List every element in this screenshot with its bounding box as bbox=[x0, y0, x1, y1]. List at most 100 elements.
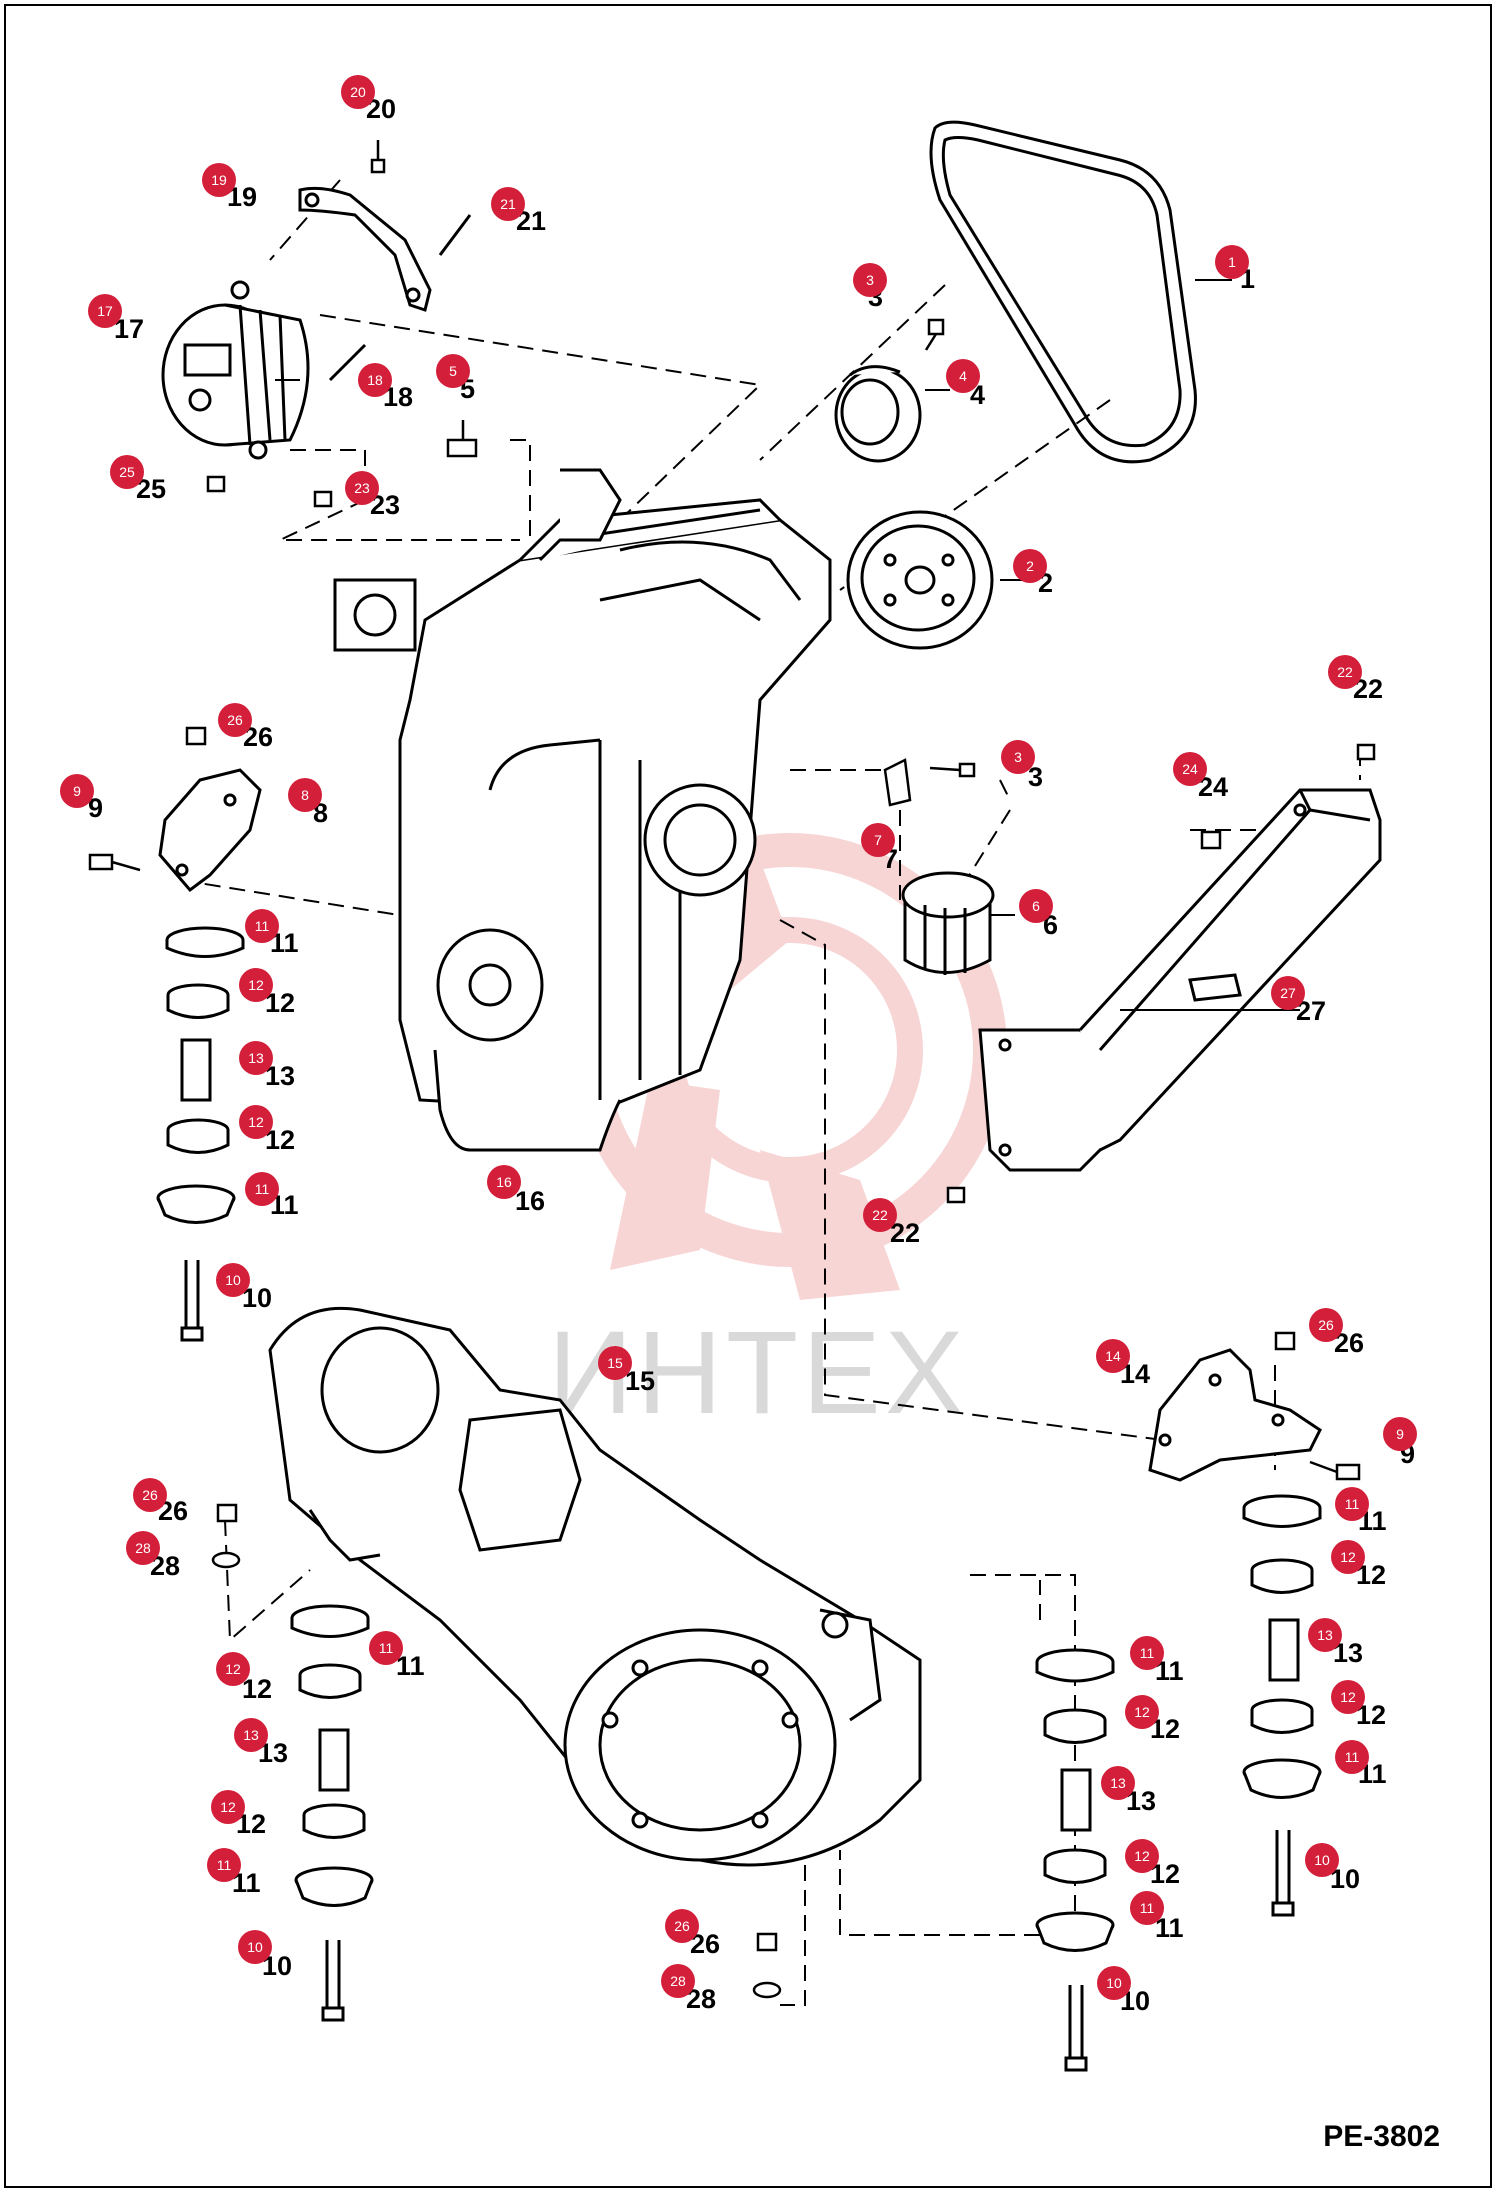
callout-badge bbox=[1013, 549, 1047, 583]
callout-badge bbox=[1001, 740, 1035, 774]
callout-badge bbox=[436, 354, 470, 388]
callout-badge-number: 17 bbox=[97, 303, 113, 319]
callout-badge bbox=[341, 75, 375, 109]
bolt-22-lower bbox=[946, 1186, 966, 1204]
nut-25 bbox=[206, 475, 226, 493]
callout-badge-number: 3 bbox=[866, 272, 874, 288]
callout-badge bbox=[946, 359, 980, 393]
callout-badge-number: 11 bbox=[1140, 1900, 1155, 1916]
diagram-code: PE-3802 bbox=[1323, 2120, 1440, 2153]
callout-badge-number: 5 bbox=[449, 363, 457, 379]
alternator-bracket bbox=[298, 186, 432, 312]
nut-26-right-top bbox=[1274, 1331, 1296, 1351]
callout-c9b: 99 bbox=[1383, 1417, 1417, 1469]
fitting-5 bbox=[446, 420, 478, 458]
diagram-frame bbox=[4, 4, 1492, 2188]
callout-badge-number: 11 bbox=[1345, 1749, 1360, 1765]
callout-c9a: 99 bbox=[60, 774, 103, 823]
callout-c4: 44 bbox=[946, 359, 985, 410]
callout-badge bbox=[239, 1041, 273, 1075]
callout-badge bbox=[245, 909, 279, 943]
callout-badge bbox=[1305, 1843, 1339, 1877]
mount-bracket-left bbox=[158, 768, 262, 893]
callout-badge-number: 26 bbox=[1318, 1317, 1334, 1333]
callout-badge-number: 2 bbox=[1026, 558, 1034, 574]
callout-badge bbox=[288, 778, 322, 812]
callout-badge bbox=[853, 263, 887, 297]
callout-badge bbox=[238, 1930, 272, 1964]
callout-badge-number: 10 bbox=[1314, 1852, 1330, 1868]
callout-badge bbox=[1328, 655, 1362, 689]
mounting-rail bbox=[978, 788, 1382, 1172]
oil-filter bbox=[901, 871, 995, 975]
callout-badge bbox=[239, 968, 273, 1002]
clip-7 bbox=[883, 758, 912, 807]
callout-badge-number: 12 bbox=[248, 977, 264, 993]
callout-c6: 66 bbox=[1019, 889, 1058, 940]
alternator bbox=[161, 280, 310, 460]
callout-badge-number: 26 bbox=[227, 712, 243, 728]
callout-badge bbox=[1309, 1308, 1343, 1342]
callout-badge-number: 12 bbox=[1340, 1689, 1356, 1705]
part-number-label: 3 bbox=[1028, 762, 1043, 792]
callout-badge bbox=[60, 774, 94, 808]
callout-badge bbox=[1125, 1695, 1159, 1729]
callout-badge-number: 20 bbox=[350, 84, 366, 100]
callout-badge bbox=[216, 1263, 250, 1297]
callout-c3a: 33 bbox=[853, 263, 887, 312]
callout-badge-number: 11 bbox=[379, 1640, 394, 1656]
callout-badge bbox=[202, 163, 236, 197]
mount-stack-bottom-left bbox=[290, 1604, 374, 2022]
callout-badge-number: 25 bbox=[119, 464, 135, 480]
idler-pulley bbox=[834, 365, 922, 463]
callout-badge bbox=[1271, 976, 1305, 1010]
callout-badge-number: 13 bbox=[248, 1050, 264, 1066]
bolt-22-upper bbox=[1356, 743, 1376, 761]
callout-badge-number: 27 bbox=[1280, 985, 1296, 1001]
callout-badge-number: 12 bbox=[220, 1799, 236, 1815]
callout-badge-number: 11 bbox=[255, 918, 270, 934]
callout-badge-number: 13 bbox=[243, 1727, 259, 1743]
callout-badge-number: 11 bbox=[217, 1857, 232, 1873]
callout-badge-number: 22 bbox=[1337, 664, 1353, 680]
nut-26-bottom-center bbox=[756, 1932, 778, 1952]
callout-badge bbox=[245, 1172, 279, 1206]
callout-c8: 88 bbox=[288, 778, 328, 828]
callout-badge bbox=[1130, 1636, 1164, 1670]
nut-26-bottom-left bbox=[216, 1503, 238, 1523]
callout-badge bbox=[1173, 752, 1207, 786]
callout-badge bbox=[1331, 1540, 1365, 1574]
bolt-21 bbox=[438, 214, 472, 256]
callout-badge-number: 23 bbox=[354, 480, 370, 496]
part-number-label: 9 bbox=[88, 793, 103, 823]
drive-belt bbox=[929, 120, 1197, 464]
callout-badge bbox=[1019, 889, 1053, 923]
callout-badge bbox=[1308, 1618, 1342, 1652]
bolt-9-right bbox=[1309, 1460, 1361, 1481]
callout-badge bbox=[358, 363, 392, 397]
callout-badge-number: 10 bbox=[225, 1272, 241, 1288]
callout-badge bbox=[1130, 1891, 1164, 1925]
callout-c5: 55 bbox=[436, 354, 475, 404]
callout-badge bbox=[863, 1198, 897, 1232]
callout-badge bbox=[369, 1631, 403, 1665]
